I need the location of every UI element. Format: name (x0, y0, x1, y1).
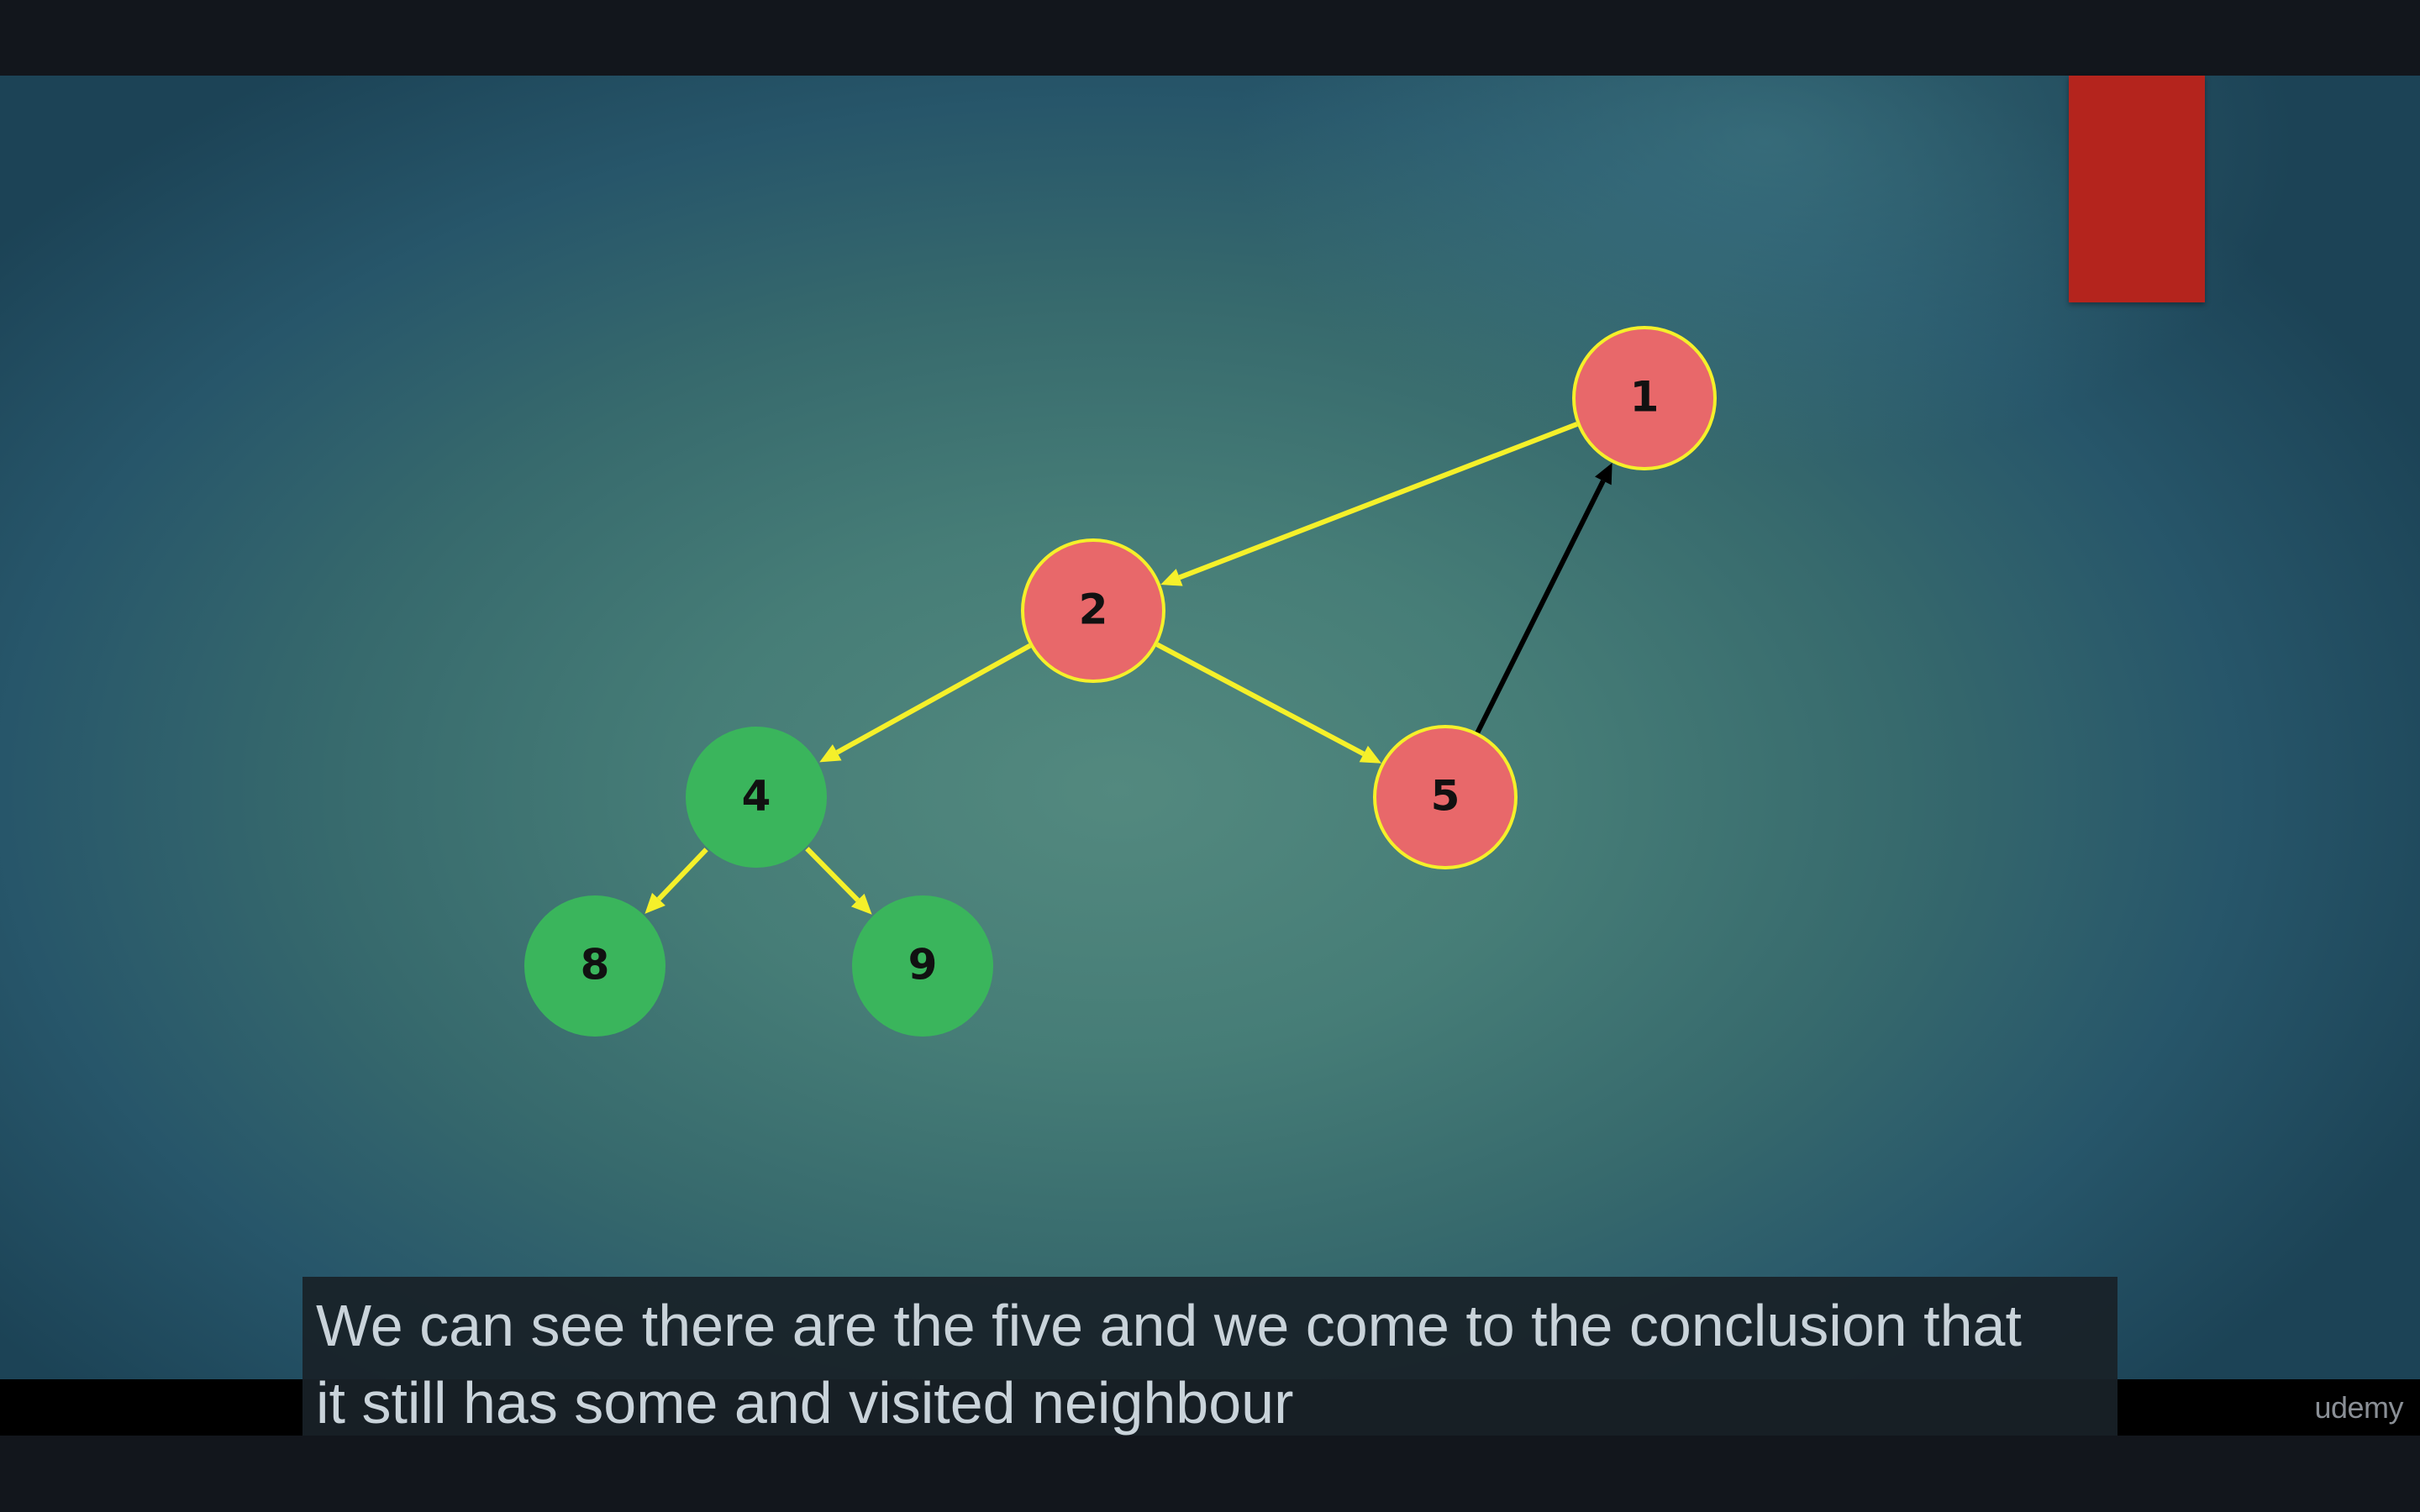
node-label: 1 (1630, 373, 1660, 422)
node-label: 4 (742, 772, 771, 821)
lecture-video-frame[interactable] (0, 76, 2420, 1379)
node-circle (1572, 326, 1717, 470)
arrowhead-icon (644, 892, 666, 914)
edge-2-to-4 (835, 643, 1032, 755)
graph-node-8: 8 (524, 895, 666, 1037)
edge-1-to-2 (1178, 422, 1578, 580)
node-circle (686, 727, 827, 868)
graph-node-9: 9 (852, 895, 993, 1037)
graph-node-4: 4 (686, 727, 827, 868)
arrowhead-icon (850, 893, 872, 915)
node-circle (852, 895, 993, 1037)
node-circle (1021, 538, 1165, 683)
graph-node-1: 1 (1572, 326, 1717, 470)
graph-nodes: 1 2 5 4 8 9 (524, 326, 1717, 1037)
arrowhead-icon (1359, 745, 1382, 764)
subtitle-line-1: We can see there are the five and we com… (316, 1293, 2022, 1358)
edge-4-to-8 (656, 848, 708, 901)
subtitle-line-2: it still has some and visited neighbour (316, 1370, 1294, 1436)
graph-node-2: 2 (1021, 538, 1165, 683)
edge-2-to-5 (1155, 642, 1365, 757)
graph-node-5: 5 (1373, 725, 1518, 869)
subtitle-box: We can see there are the five and we com… (302, 1277, 2118, 1436)
graph-edges (644, 422, 1612, 915)
arrowhead-icon (819, 744, 842, 763)
node-label: 5 (1431, 772, 1460, 821)
node-label: 9 (908, 941, 938, 990)
node-circle (1373, 725, 1518, 869)
node-circle (524, 895, 666, 1037)
arrowhead-icon (1595, 462, 1612, 486)
video-top-letterbox (0, 0, 2420, 76)
slide-accent-block (2069, 76, 2205, 302)
edge-5-to-1 (1475, 480, 1606, 734)
node-label: 8 (581, 941, 610, 990)
arrowhead-icon (1160, 569, 1183, 586)
video-bottom-letterbox (0, 1436, 2420, 1512)
edge-4-to-9 (805, 847, 860, 902)
node-label: 2 (1079, 585, 1108, 634)
udemy-watermark: udemy (2314, 1390, 2403, 1425)
